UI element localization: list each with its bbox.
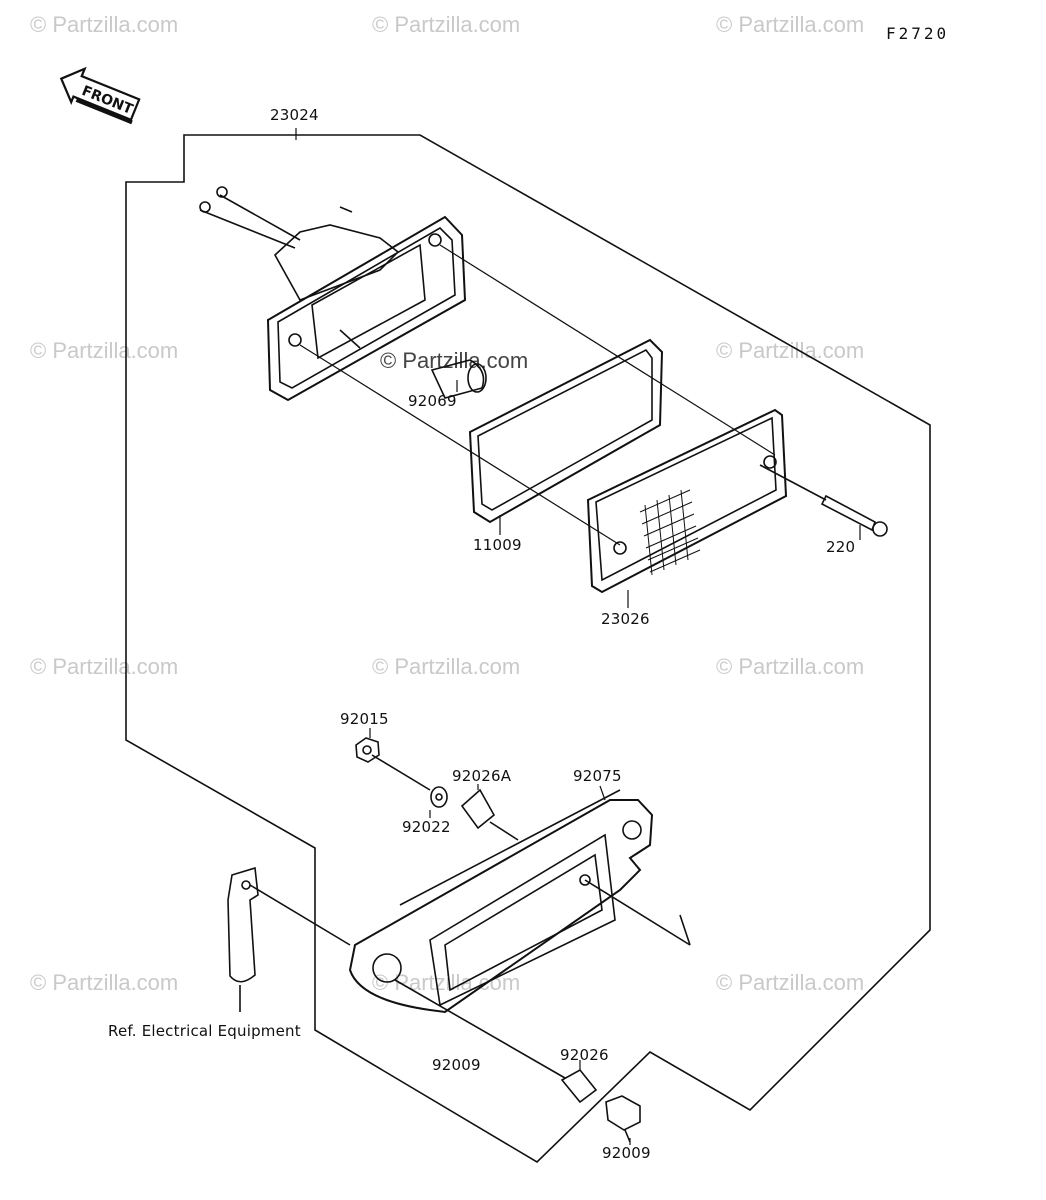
bolt — [605, 1095, 641, 1143]
watermark: © Partzilla.com — [716, 12, 865, 37]
watermark: © Partzilla.com — [716, 338, 865, 363]
label-92022[interactable]: 92022 — [402, 818, 451, 836]
watermark: © Partzilla.com — [30, 654, 179, 679]
bracket — [348, 789, 691, 1014]
gasket — [468, 338, 664, 524]
label-23026[interactable]: 23026 — [601, 610, 650, 628]
leader-lines — [295, 128, 861, 1145]
label-92026A[interactable]: 92026A — [452, 767, 512, 785]
diagram-code: F2720 — [886, 24, 950, 43]
watermark-center: © Partzilla.com — [380, 348, 529, 373]
watermark: © Partzilla.com — [372, 12, 521, 37]
label-92015[interactable]: 92015 — [340, 710, 389, 728]
washer — [430, 786, 448, 808]
watermark: © Partzilla.com — [30, 12, 179, 37]
label-92069[interactable]: 92069 — [408, 392, 457, 410]
label-220[interactable]: 220 — [826, 538, 856, 556]
label-ref-electrical[interactable]: Ref. Electrical Equipment — [108, 1022, 301, 1040]
label-23024[interactable]: 23024 — [270, 106, 319, 124]
watermark: © Partzilla.com — [30, 338, 179, 363]
watermark: © Partzilla.com — [30, 970, 179, 995]
connection-lines — [299, 244, 776, 546]
bulb — [430, 359, 487, 399]
screw — [759, 464, 888, 537]
watermark: © Partzilla.com — [372, 970, 521, 995]
watermark: © Partzilla.com — [372, 654, 521, 679]
watermark: © Partzilla.com — [716, 654, 865, 679]
wire-strap — [227, 866, 351, 1012]
label-92009[interactable]: 92009 — [602, 1144, 651, 1162]
lens — [586, 408, 788, 594]
label-11009[interactable]: 11009 — [473, 536, 522, 554]
assembly-boundary — [125, 134, 931, 1164]
label-92009-bracket[interactable]: 92009 — [432, 1056, 481, 1074]
taillight-housing — [199, 186, 467, 402]
label-92075[interactable]: 92075 — [573, 767, 622, 785]
nut — [355, 737, 431, 791]
label-92026[interactable]: 92026 — [560, 1046, 609, 1064]
watermark: © Partzilla.com — [716, 970, 865, 995]
collar — [394, 979, 598, 1104]
front-arrow-icon: FRONT — [59, 66, 141, 125]
collar-a — [460, 788, 519, 841]
